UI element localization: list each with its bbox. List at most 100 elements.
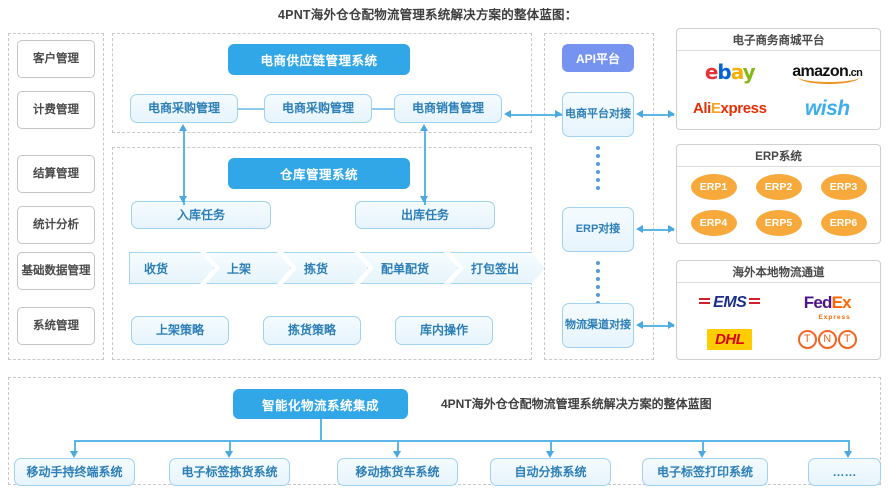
vendor-cell[interactable]: DHL	[683, 321, 777, 357]
aliexpress-icon: AliExpress	[692, 100, 767, 117]
erp-vendor-panel: ERP系统 ERP1 ERP2 ERP3 ERP4 ERP5 ERP6	[676, 144, 881, 244]
process-step-putaway[interactable]: 上架	[206, 252, 291, 284]
supply-chain-header: 电商供应链管理系统	[228, 44, 410, 75]
logistics-vendor-title: 海外本地物流通道	[677, 261, 880, 283]
vendor-cell[interactable]: wish	[780, 90, 874, 127]
strategy-picking[interactable]: 拣货策略	[263, 316, 361, 345]
integration-system-more[interactable]: ……	[808, 458, 881, 486]
sidebar-item-billing[interactable]: 计费管理	[17, 91, 95, 129]
arrow-inbound-up	[179, 124, 187, 131]
sidebar-item-basedata[interactable]: 基础数据管理	[17, 252, 95, 290]
erp-badge: ERP3	[820, 174, 867, 200]
integration-system-handheld[interactable]: 移动手持终端系统	[14, 458, 135, 486]
ebay-icon: ebay	[704, 59, 756, 84]
arrow-inbound-down	[179, 196, 187, 203]
module-ecom-purchase-2[interactable]: 电商采购管理	[264, 94, 372, 123]
api-panel	[544, 33, 654, 360]
arrow-erp-right	[668, 225, 675, 233]
vendor-cell[interactable]: EMS	[683, 285, 777, 321]
vendor-cell[interactable]: AliExpress	[683, 90, 777, 127]
arrow-ecom-left	[636, 110, 643, 118]
strategy-putaway[interactable]: 上架策略	[131, 316, 229, 345]
integration-system-etag-pick[interactable]: 电子标签拣货系统	[169, 458, 290, 486]
task-outbound[interactable]: 出库任务	[355, 201, 495, 229]
erp-vendor-title: ERP系统	[677, 145, 880, 167]
connector-outbound-to-sales	[424, 130, 426, 205]
arrow-outbound-up	[420, 124, 428, 131]
link-api-to-erp-vendors	[640, 229, 674, 231]
arrow-outbound-down	[420, 196, 428, 203]
process-step-receive[interactable]: 收货	[129, 252, 214, 284]
ems-icon: EMS	[699, 294, 761, 312]
link-sales-to-api	[510, 114, 562, 116]
link-api-to-logistics-vendors	[640, 325, 674, 327]
module-link-1	[238, 108, 264, 110]
dhl-icon: DHL	[707, 328, 753, 350]
arrow-ecom-right	[668, 110, 675, 118]
connector-logistics-channel[interactable]: 物流渠道对接	[562, 303, 634, 348]
sidebar-item-settlement[interactable]: 结算管理	[17, 155, 95, 193]
process-step-pick[interactable]: 拣货	[283, 252, 368, 284]
warehouse-header: 仓库管理系统	[228, 158, 410, 189]
connector-ecommerce-platform[interactable]: 电商平台对接	[562, 92, 634, 137]
erp-cell[interactable]: ERP4	[681, 205, 745, 241]
api-platform-header: API平台	[562, 44, 634, 72]
dotted-separator-1	[596, 146, 600, 190]
vendor-cell[interactable]: amazon.cn	[780, 53, 874, 90]
integration-arrow	[546, 451, 554, 458]
connector-erp[interactable]: ERP对接	[562, 207, 634, 252]
link-api-to-ecommerce-vendors	[640, 114, 674, 116]
erp-badge: ERP2	[755, 174, 802, 200]
sidebar-panel	[8, 33, 104, 360]
dotted-separator-2	[596, 261, 600, 305]
integration-arrow	[698, 451, 706, 458]
integration-branch	[74, 440, 76, 453]
erp-cell[interactable]: ERP1	[681, 169, 745, 205]
erp-cell[interactable]: ERP6	[811, 205, 875, 241]
erp-cell[interactable]: ERP2	[746, 169, 810, 205]
integration-system-pickcart[interactable]: 移动拣货车系统	[337, 458, 458, 486]
module-ecom-sales[interactable]: 电商销售管理	[394, 94, 502, 123]
arrow-sales-left	[504, 110, 511, 118]
integration-system-etag-print[interactable]: 电子标签打印系统	[642, 458, 768, 486]
integration-arrow	[393, 451, 401, 458]
supply-chain-panel	[112, 33, 532, 133]
integration-branch	[702, 440, 704, 453]
integration-arrow	[70, 451, 78, 458]
arrow-logi-left	[636, 321, 643, 329]
sidebar-item-system[interactable]: 系统管理	[17, 307, 95, 345]
erp-badge: ERP4	[690, 210, 737, 236]
erp-badge: ERP1	[690, 174, 737, 200]
integration-bus	[74, 440, 849, 442]
strategy-inwarehouse[interactable]: 库内操作	[395, 316, 493, 345]
integration-arrow	[844, 451, 852, 458]
arrow-logi-right	[668, 321, 675, 329]
sidebar-item-analytics[interactable]: 统计分析	[17, 206, 95, 244]
page-title: 4PNT海外仓仓配物流管理系统解决方案的整体蓝图：	[278, 8, 578, 22]
ecommerce-vendor-panel: 电子商务商城平台 ebay amazon.cn AliExpress wish	[676, 28, 881, 130]
integration-branch	[550, 440, 552, 453]
vendor-cell[interactable]: ebay	[683, 53, 777, 90]
module-ecom-purchase-1[interactable]: 电商采购管理	[130, 94, 238, 123]
integration-branch	[229, 440, 231, 453]
arrow-erp-left	[636, 225, 643, 233]
connector-inbound-to-purchase	[183, 130, 185, 205]
bottom-caption: 4PNT海外仓仓配物流管理系统解决方案的整体蓝图	[441, 397, 712, 411]
task-inbound[interactable]: 入库任务	[131, 201, 271, 229]
integration-system-autosort[interactable]: 自动分拣系统	[490, 458, 611, 486]
sidebar-item-customer[interactable]: 客户管理	[17, 40, 95, 78]
process-step-allocate[interactable]: 配单配货	[360, 252, 458, 284]
erp-badge: ERP5	[755, 210, 802, 236]
erp-badge: ERP6	[820, 210, 867, 236]
module-link-2	[372, 108, 394, 110]
integration-trunk	[320, 419, 322, 441]
erp-cell[interactable]: ERP5	[746, 205, 810, 241]
process-step-packout[interactable]: 打包签出	[450, 252, 545, 284]
erp-cell[interactable]: ERP3	[811, 169, 875, 205]
